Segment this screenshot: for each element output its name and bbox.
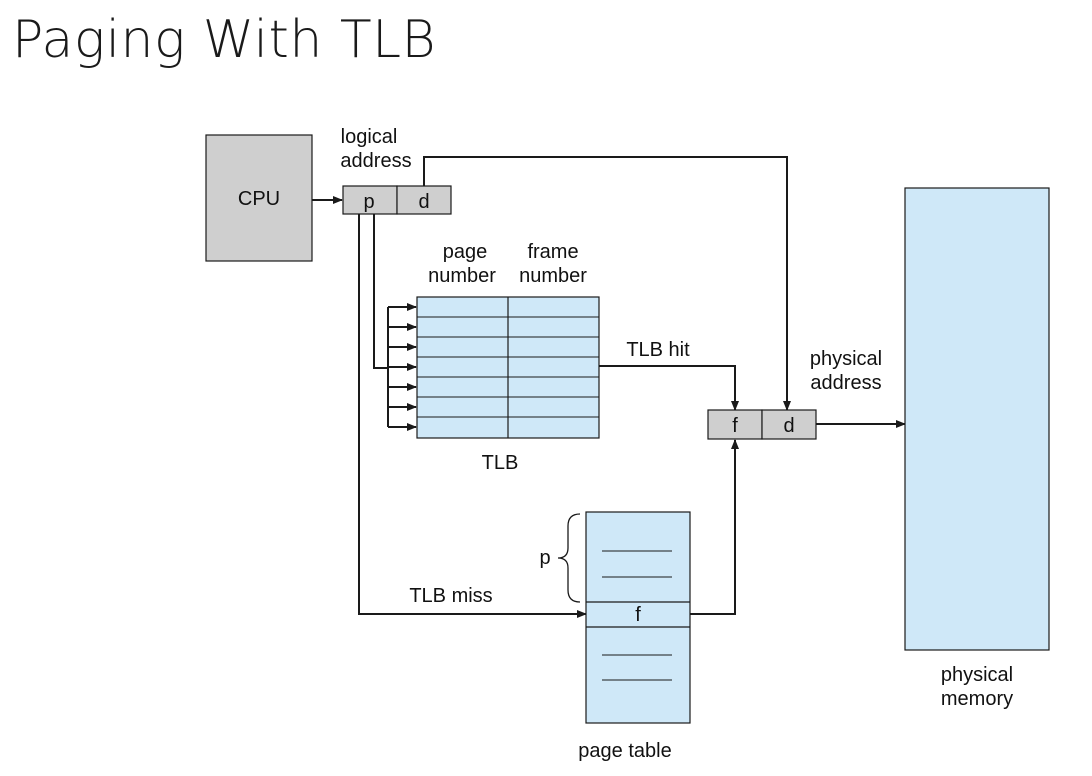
- physical-address-f-cell: [707, 409, 763, 440]
- tlb-miss-label: TLB miss: [409, 585, 492, 607]
- tlb-table: [416, 296, 600, 439]
- tlb-miss-path: [358, 214, 587, 618]
- page-table-label: page table: [578, 740, 671, 762]
- page-index-label: p: [539, 547, 550, 569]
- tlb-header-page-line2: number: [428, 265, 496, 287]
- tlb-label: TLB: [482, 452, 519, 474]
- tlb-header-frame-line1: frame: [527, 241, 578, 263]
- tlb-hit-path: [599, 365, 739, 411]
- physical-address-d-cell: [761, 409, 817, 440]
- physical-f-label: f: [732, 415, 738, 437]
- physical-memory-label-line1: physical: [941, 664, 1013, 686]
- logical-d-label: d: [418, 191, 429, 213]
- logical-p-label: p: [363, 191, 374, 213]
- physical-memory: [904, 187, 1050, 651]
- logical-address-p-cell: [342, 185, 398, 215]
- tlb-search-comb: [373, 214, 417, 431]
- logical-address-label-line1: logical: [341, 126, 398, 148]
- page-table-f-label: f: [635, 604, 641, 626]
- page-index-brace: [557, 513, 581, 603]
- physical-address-label-line2: address: [810, 372, 881, 394]
- physical-d-label: d: [783, 415, 794, 437]
- tlb-hit-label: TLB hit: [626, 339, 690, 361]
- page-table-frame-path: [690, 439, 739, 615]
- cpu-label: CPU: [238, 188, 280, 210]
- slide-title: Paging With TLB: [12, 10, 437, 70]
- offset-d-path: [423, 156, 791, 411]
- page-table: [585, 511, 691, 724]
- physical-memory-label-line2: memory: [941, 688, 1013, 710]
- tlb-header-page-line1: page: [443, 241, 488, 263]
- tlb-header-frame-line2: number: [519, 265, 587, 287]
- cpu-box: [205, 134, 313, 262]
- logical-address-label-line2: address: [340, 150, 411, 172]
- physical-address-label-line1: physical: [810, 348, 882, 370]
